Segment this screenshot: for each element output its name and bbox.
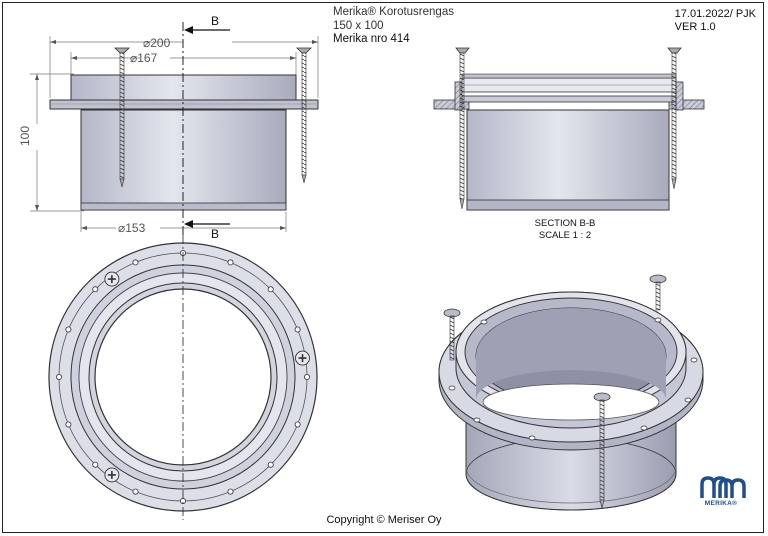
section-mark-bottom: B	[211, 227, 219, 241]
mounting-hole	[227, 488, 234, 495]
screw-heads	[104, 271, 310, 483]
mounting-hole	[65, 421, 72, 428]
screw-head	[295, 350, 310, 366]
dimension-arrows	[35, 40, 318, 230]
mounting-hole	[303, 373, 310, 380]
dim-d153: ⌀153	[118, 221, 146, 235]
iso-screw-right	[649, 274, 667, 311]
screw-head	[104, 467, 120, 483]
flange	[49, 99, 319, 110]
version: VER 1.0	[674, 21, 716, 33]
section-arrow-top: B	[184, 14, 230, 34]
top-view	[48, 235, 318, 520]
section-screw-right	[667, 47, 682, 190]
mounting-hole	[132, 488, 139, 495]
section-caption: SECTION B-B SCALE 1 : 2	[505, 218, 625, 242]
section-mark-top: B	[211, 14, 219, 28]
dim-d200: ⌀200	[143, 36, 171, 50]
dim-height: 100	[18, 126, 32, 146]
iso-screw-left	[443, 308, 461, 361]
section-view	[433, 47, 705, 211]
mounting-hole	[294, 421, 301, 428]
copyright: Copyright © Meriser Oy	[326, 514, 442, 526]
mounting-hole	[56, 373, 63, 380]
date-author: 17.01.2022/ PJK	[674, 8, 756, 20]
screw-head	[104, 271, 120, 287]
section-title: SECTION B-B	[534, 218, 596, 229]
screw-left	[114, 47, 130, 188]
product-size: 150 x 100	[333, 19, 384, 32]
product-number: Merika nro 414	[333, 33, 410, 45]
revision-block: 17.01.2022/ PJK VER 1.0	[675, 8, 756, 34]
iso-view	[438, 274, 704, 511]
mounting-hole	[294, 326, 301, 333]
title-block: Merika® Korotusrengas 150 x 100 Merika n…	[333, 6, 454, 47]
mounting-hole	[267, 286, 274, 293]
logo-text: MERIKA®	[704, 500, 738, 507]
section-scale: SCALE 1 : 2	[538, 230, 592, 241]
front-view: ⌀200 ⌀167 ⌀153 100 B	[18, 14, 319, 241]
section-arrow-bottom: B	[184, 220, 230, 241]
mounting-hole	[92, 461, 99, 468]
dim-d167: ⌀167	[130, 51, 158, 65]
mounting-hole	[132, 259, 139, 266]
iso-screw-front	[593, 392, 611, 509]
mounting-hole	[267, 461, 274, 468]
screw-right	[296, 47, 312, 184]
dimension-lines	[30, 36, 319, 232]
section-screw-left	[455, 47, 470, 210]
product-title: Merika® Korotusrengas	[333, 6, 454, 18]
mounting-hole	[65, 326, 72, 333]
mounting-holes	[56, 249, 310, 504]
mounting-hole	[227, 259, 234, 266]
merika-logo	[700, 476, 746, 498]
mounting-hole	[92, 286, 99, 293]
